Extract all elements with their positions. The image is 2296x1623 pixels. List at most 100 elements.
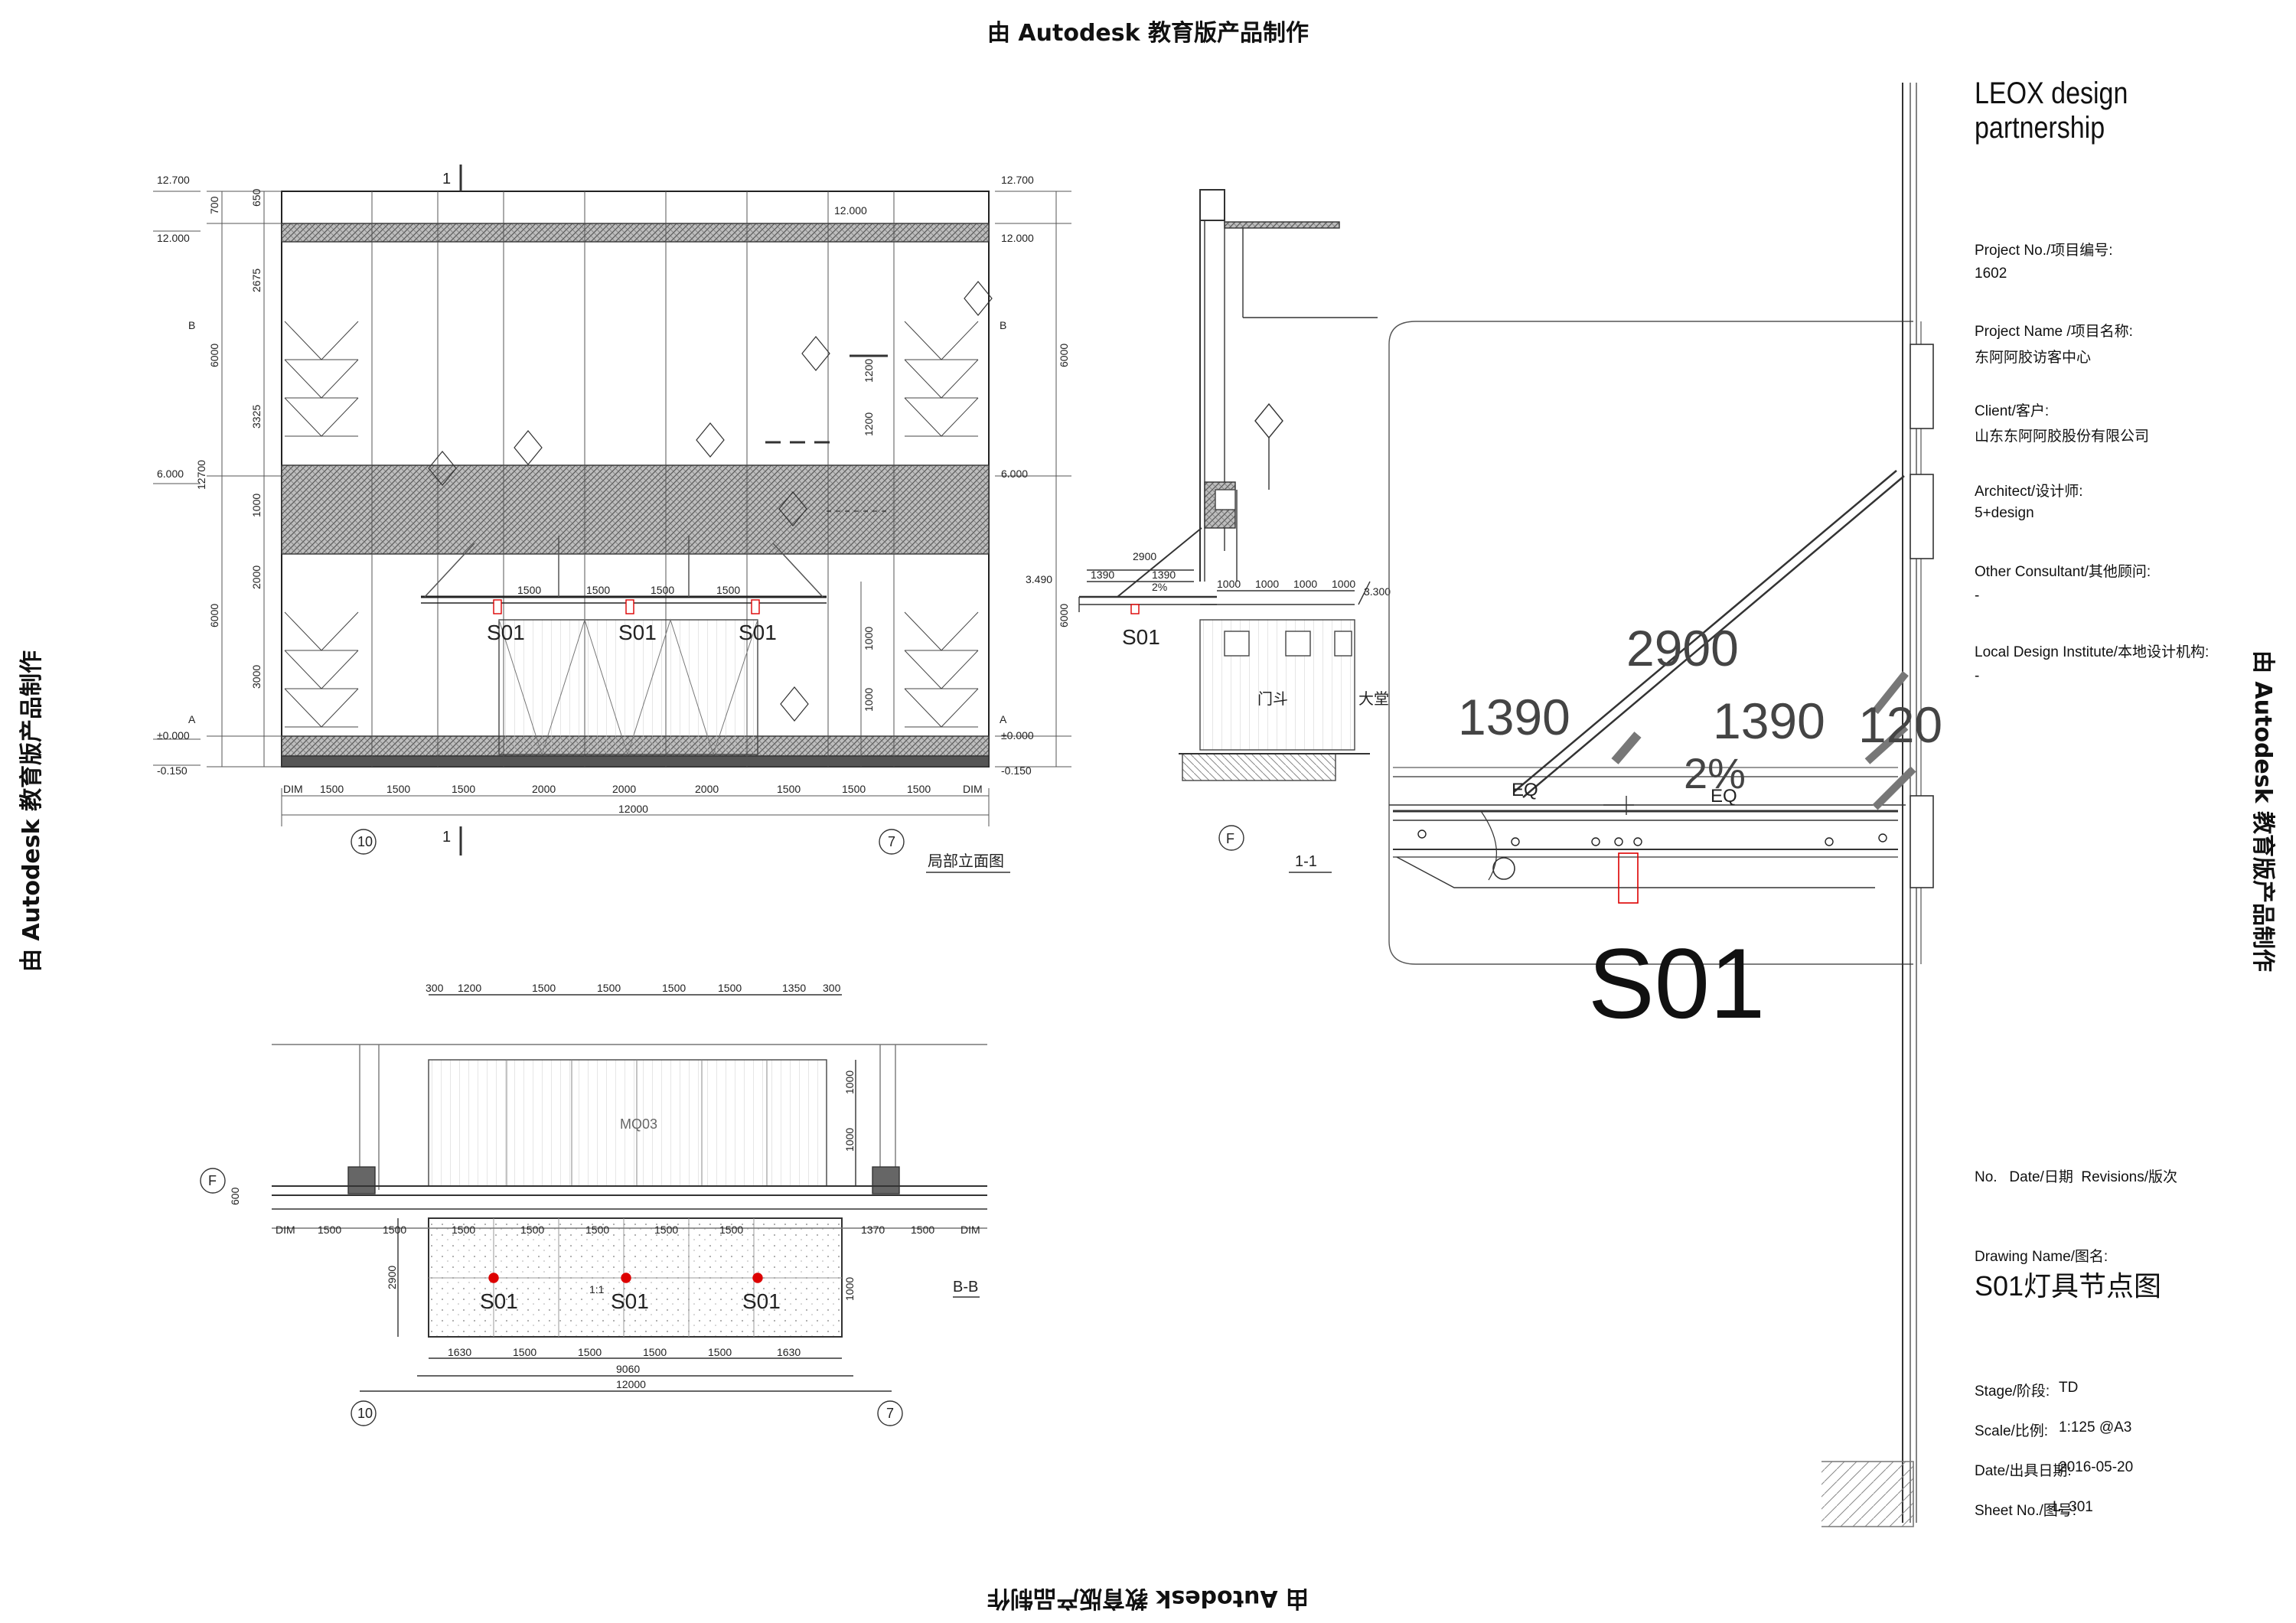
plan-mq03-label: MQ03 bbox=[620, 1116, 657, 1132]
elev-right-level-2: 12.000 bbox=[1001, 232, 1034, 244]
elev-bdim-3: 1500 bbox=[386, 783, 410, 795]
plan-rdim-1: 1000 bbox=[843, 1071, 856, 1094]
plan-tdim-6: 1500 bbox=[718, 982, 742, 994]
elev-vdim-5: 1000 bbox=[250, 494, 263, 517]
floor-band bbox=[281, 464, 990, 555]
plan-bdim-1: 1630 bbox=[448, 1346, 471, 1358]
elev-vdim-outer-4: 6000 bbox=[208, 604, 220, 627]
detail-dim-120: 120 bbox=[1858, 696, 1942, 753]
elev-mark-a: A bbox=[188, 713, 196, 725]
elev-span-4: 1500 bbox=[716, 584, 740, 596]
local-institute-label: Local Design Institute/本地设计机构: bbox=[1975, 644, 2210, 660]
fixture-marker-3 bbox=[751, 599, 760, 614]
elev-vdim-1: 650 bbox=[250, 188, 263, 207]
plan-tdim-7: 1350 bbox=[782, 982, 806, 994]
plan-column-left bbox=[347, 1166, 376, 1194]
drawing-name-label: Drawing Name/图名: bbox=[1975, 1249, 2108, 1265]
elev-axis-10: 10 bbox=[357, 834, 373, 849]
detail-eq-1: EQ bbox=[1512, 780, 1538, 800]
elev-section-mark-top: 1 bbox=[442, 171, 451, 187]
elev-level-4: ±0.000 bbox=[157, 729, 190, 741]
sec-dim-1000d: 1000 bbox=[1332, 578, 1355, 590]
stage-label: Stage/阶段: bbox=[1975, 1383, 2050, 1400]
elev-bdim-2: 1500 bbox=[320, 783, 344, 795]
elev-inner-vdim-3: 1000 bbox=[863, 627, 875, 650]
plan-ldim-2: 2900 bbox=[386, 1266, 398, 1289]
sec-level-left: 3.490 bbox=[1026, 573, 1052, 585]
callout-tag-6 bbox=[964, 281, 993, 316]
plan-ratio: 1:1 bbox=[589, 1283, 605, 1295]
sec-dim-2900: 2900 bbox=[1133, 550, 1156, 562]
local-institute-value: - bbox=[1975, 668, 1980, 684]
sec-dim-1000b: 1000 bbox=[1255, 578, 1279, 590]
plan-tdim-5: 1500 bbox=[662, 982, 686, 994]
axis-10-circle bbox=[351, 829, 377, 855]
project-name-value: 东阿阿胶访客中心 bbox=[1975, 350, 2092, 366]
plan-fixture-dot-2 bbox=[621, 1273, 631, 1283]
elev-axis-7: 7 bbox=[888, 834, 895, 849]
elev-bdim-10: 1500 bbox=[907, 783, 931, 795]
detail-dim-2900: 2900 bbox=[1626, 620, 1739, 676]
plan-mq03-area bbox=[428, 1059, 827, 1187]
elev-bdim-1: DIM bbox=[283, 783, 303, 795]
plan-bdim-6: 1630 bbox=[777, 1346, 801, 1358]
elev-vdim-4: 3325 bbox=[250, 405, 263, 429]
detail-fixture-box bbox=[1618, 852, 1639, 904]
plan-bb-drawing bbox=[200, 994, 987, 1426]
elev-level-5: -0.150 bbox=[157, 764, 188, 777]
plan-mdim-9: 1370 bbox=[861, 1224, 885, 1236]
elev-span-1: 1500 bbox=[517, 584, 541, 596]
scale-value: 1:125 @A3 bbox=[2059, 1419, 2132, 1436]
parapet-band bbox=[281, 223, 990, 243]
plan-mdim-7: 1500 bbox=[654, 1224, 678, 1236]
elev-right-level-1: 12.700 bbox=[1001, 174, 1034, 186]
plan-mdim-4: 1500 bbox=[452, 1224, 475, 1236]
other-consultant-value: - bbox=[1975, 588, 1980, 604]
fixture-marker-2 bbox=[625, 599, 634, 614]
elevation-title: 局部立面图 bbox=[928, 852, 1004, 870]
callout-tag-7 bbox=[780, 686, 809, 722]
plan-rdim-3: 1000 bbox=[843, 1277, 856, 1301]
plan-mdim-8: 1500 bbox=[719, 1224, 743, 1236]
sec-dim-1390b: 1390 bbox=[1152, 569, 1176, 581]
elev-bdim-11: DIM bbox=[963, 783, 983, 795]
plan-bdim-4: 1500 bbox=[643, 1346, 667, 1358]
detail-eq-2: EQ bbox=[1711, 786, 1737, 807]
plan-fixture-label-2: S01 bbox=[611, 1289, 649, 1313]
detail-slope: 2% bbox=[1684, 749, 1746, 797]
plan-tdim-3: 1500 bbox=[532, 982, 556, 994]
watermark-top: 由 Autodesk 教育版产品制作 bbox=[987, 20, 1309, 47]
elev-vdim-outer-3: 12700 bbox=[195, 460, 207, 490]
callout-tag-4 bbox=[801, 336, 830, 371]
elev-right-level-4: ±0.000 bbox=[1001, 729, 1034, 741]
plan-mdim-5: 1500 bbox=[520, 1224, 544, 1236]
elev-section-mark-bottom: 1 bbox=[442, 829, 451, 846]
detail-dim-1390a: 1390 bbox=[1458, 689, 1570, 745]
callout-tag-2 bbox=[514, 430, 543, 465]
elev-level-1: 12.700 bbox=[157, 174, 190, 186]
plan-mdim-10: 1500 bbox=[911, 1224, 934, 1236]
elev-mark-b: B bbox=[188, 319, 195, 331]
sec-slope: 2% bbox=[1152, 581, 1167, 593]
elev-bdim-9: 1500 bbox=[842, 783, 866, 795]
plan-tdim-1: 300 bbox=[426, 982, 444, 994]
elev-fixture-label-3: S01 bbox=[739, 621, 777, 644]
elev-level-2: 12.000 bbox=[157, 232, 190, 244]
sec-dim-1000a: 1000 bbox=[1217, 578, 1241, 590]
elev-bdim-4: 1500 bbox=[452, 783, 475, 795]
other-consultant-label: Other Consultant/其他顾问: bbox=[1975, 564, 2151, 580]
elev-top-level: 12.000 bbox=[834, 204, 867, 217]
sec-room-1: 门斗 bbox=[1257, 689, 1288, 708]
elev-right-level-5: -0.150 bbox=[1001, 764, 1032, 777]
plan-fixture-dot-3 bbox=[752, 1273, 763, 1283]
date-label: Date/出具日期: bbox=[1975, 1463, 2072, 1479]
plan-bdim-5: 1500 bbox=[708, 1346, 732, 1358]
elev-vdim-7: 3000 bbox=[250, 665, 263, 689]
elev-inner-vdim-2: 1200 bbox=[863, 412, 875, 436]
elev-total: 12000 bbox=[618, 803, 648, 815]
door-area bbox=[498, 619, 758, 755]
section-1-1-drawing bbox=[1078, 189, 1378, 873]
plan-mdim-3: 1500 bbox=[383, 1224, 406, 1236]
ground-line bbox=[281, 755, 990, 768]
